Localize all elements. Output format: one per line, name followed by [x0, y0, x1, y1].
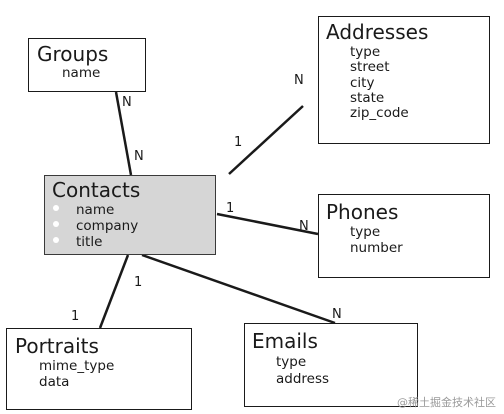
entity-contacts-field: company [76, 218, 139, 234]
entity-addresses-field: city [350, 75, 375, 91]
entity-addresses-field: zip_code [350, 105, 409, 121]
entity-addresses[interactable] [318, 16, 490, 144]
entity-emails-field: type [276, 354, 307, 370]
entity-addresses-field: state [350, 90, 385, 106]
cardinality-groups-end: N [122, 95, 132, 110]
entity-portraits-field: mime_type [39, 358, 115, 374]
entity-phones-field: number [350, 240, 403, 256]
connector-contacts-addresses [228, 105, 304, 175]
entity-addresses-title: Addresses [326, 20, 429, 44]
connector-contacts-portraits [98, 254, 130, 329]
cardinality-emails-end: N [332, 307, 342, 322]
entity-contacts-field: title [76, 234, 103, 250]
cardinality-contacts-end: 1 [134, 275, 143, 290]
connector-contacts-phones [216, 212, 319, 236]
field-bullet-icon [53, 221, 59, 227]
entity-portraits-title: Portraits [15, 334, 99, 358]
entity-contacts-field: name [76, 202, 115, 218]
field-bullet-icon [53, 237, 59, 243]
entity-addresses-field: type [350, 44, 381, 60]
connector-groups-contacts [114, 91, 133, 176]
watermark: @稀土掘金技术社区 [397, 396, 496, 409]
entity-groups-title: Groups [37, 42, 109, 66]
cardinality-addresses-end: N [294, 73, 304, 88]
cardinality-phones-end: N [299, 219, 309, 234]
entity-phones-title: Phones [326, 200, 399, 224]
cardinality-portraits-end: 1 [71, 309, 80, 324]
entity-groups[interactable] [28, 38, 146, 92]
entity-emails[interactable] [244, 323, 418, 407]
entity-emails-field: address [276, 371, 330, 387]
entity-portraits[interactable] [6, 328, 192, 410]
cardinality-contacts-end: N [134, 149, 144, 164]
field-bullet-icon [53, 205, 59, 211]
entity-phones[interactable] [318, 194, 490, 278]
entity-portraits-field: data [39, 374, 70, 390]
cardinality-contacts-end: 1 [234, 135, 243, 150]
cardinality-contacts-end: 1 [226, 201, 235, 216]
entity-groups-field: name [62, 65, 101, 81]
entity-contacts[interactable] [44, 175, 216, 255]
entity-contacts-title: Contacts [52, 178, 141, 202]
entity-phones-field: type [350, 224, 381, 240]
entity-addresses-field: street [350, 59, 390, 75]
connector-contacts-emails [141, 253, 336, 325]
entity-emails-title: Emails [252, 329, 318, 353]
